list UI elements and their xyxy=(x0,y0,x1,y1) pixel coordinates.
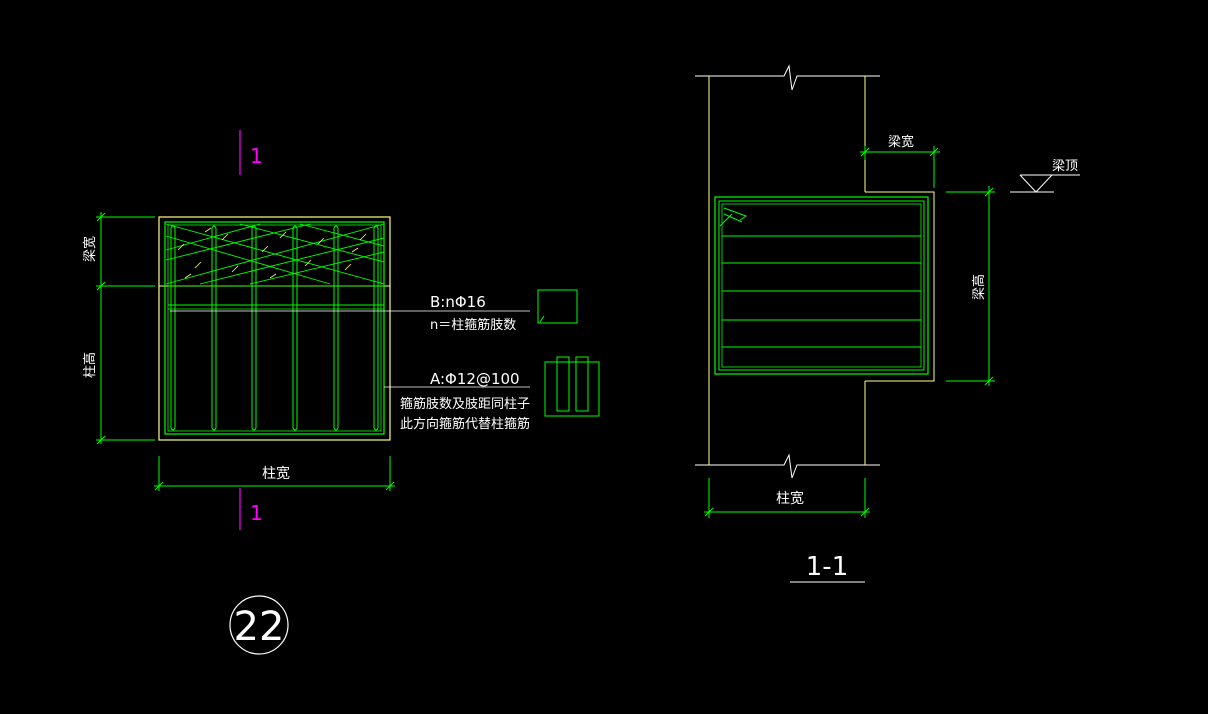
dim-column-height-label: 柱高 xyxy=(82,352,98,378)
note-a-line2: 箍筋肢数及肢距同柱子 xyxy=(400,396,530,412)
dim-column-width-label: 柱宽 xyxy=(262,465,290,482)
section-mark-top: 1 xyxy=(250,144,263,168)
section-dim-beam-width-label: 梁宽 xyxy=(888,134,914,150)
section-beam-height-dim xyxy=(946,186,995,386)
beam-hatch xyxy=(177,227,367,279)
outer-stirrup xyxy=(164,221,385,435)
beam-diagonal-bars xyxy=(165,223,385,285)
detail-number: 22 xyxy=(234,604,285,650)
dim-beam-width-label: 梁宽 xyxy=(82,236,98,262)
column-outline xyxy=(158,216,391,441)
section-hooks xyxy=(719,207,748,227)
section-mark-bottom: 1 xyxy=(250,501,263,525)
note-a-line3: 此方向箍筋代替柱箍筋 xyxy=(400,416,530,432)
plan-left-dimension xyxy=(96,212,155,445)
plan-view: 1 1 xyxy=(82,130,600,655)
section-dim-column-width-label: 柱宽 xyxy=(776,490,804,507)
rebar-hooks xyxy=(170,225,379,431)
vertical-rebars xyxy=(170,228,379,428)
section-stirrup-outer xyxy=(714,196,929,375)
beam-top-marker xyxy=(1010,174,1080,193)
stirrup-symbol-a xyxy=(544,356,600,417)
section-break-lines xyxy=(695,64,880,479)
section-dim-beam-height-label: 梁高 xyxy=(971,274,987,300)
plan-bottom-dimension xyxy=(154,456,395,491)
section-column-outline xyxy=(708,76,935,465)
stirrup-symbol-b xyxy=(537,289,578,324)
note-a-line1: A:Φ12@100 xyxy=(430,370,520,388)
section-stirrup-mid xyxy=(718,200,925,371)
section-horizontal-bars xyxy=(722,235,921,348)
section-beam-width-dim xyxy=(860,146,940,188)
outer-stirrup-inner xyxy=(167,224,382,432)
beam-top-label: 梁顶 xyxy=(1052,159,1078,174)
section-title: 1-1 xyxy=(806,552,848,582)
note-b-line2: n＝柱箍筋肢数 xyxy=(430,317,516,333)
section-column-width-dim xyxy=(704,478,870,518)
detail-number-circle xyxy=(229,595,289,655)
section-stirrup-inner xyxy=(721,203,922,368)
section-view: 梁宽 梁顶 梁高 柱宽 1-1 xyxy=(695,64,1080,583)
note-b-line1: B:nΦ16 xyxy=(430,293,486,311)
